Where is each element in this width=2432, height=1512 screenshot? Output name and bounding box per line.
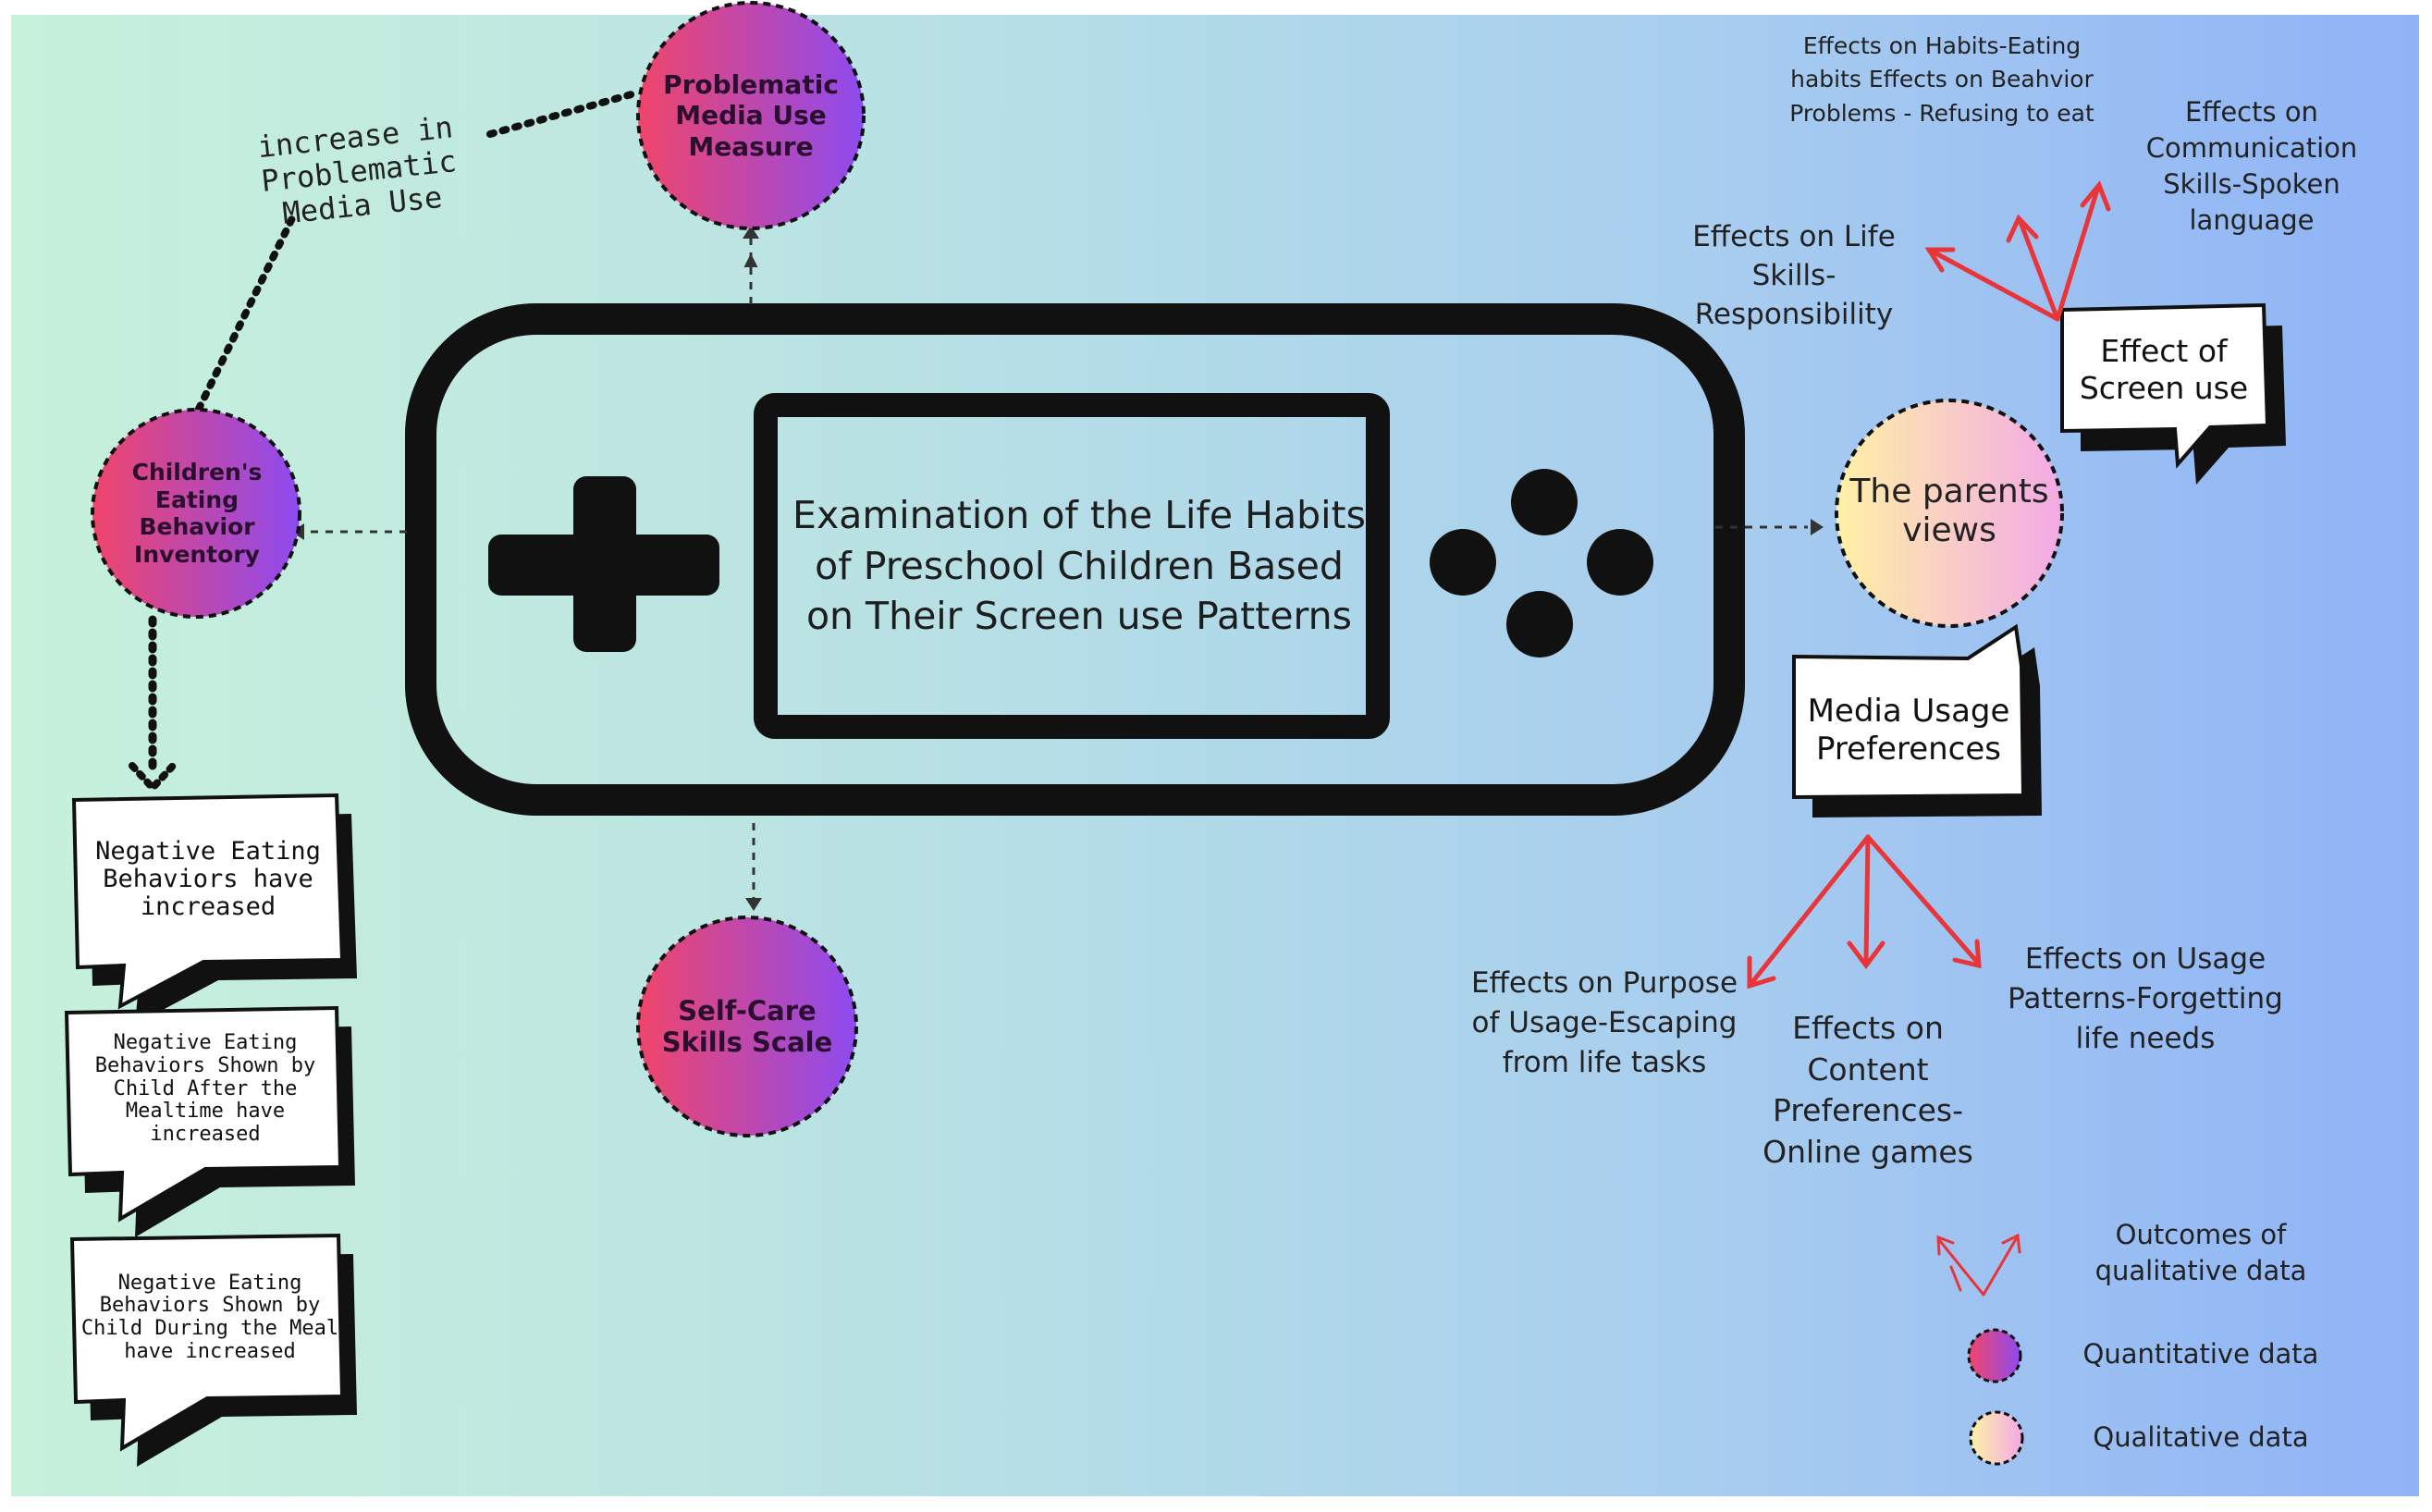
finding-bubble-2 [64, 1005, 355, 1237]
label-problematic-media: Problematic Media Use Measure [663, 69, 839, 162]
controller-screen [754, 393, 1390, 739]
finding-text-1: Negative Eating Behaviors have increased [95, 836, 321, 922]
red-arrows-usage-effects [1747, 834, 1982, 990]
finding-text-2: Negative Eating Behaviors Shown by Child… [94, 1031, 316, 1146]
outcome-habits: Effects on Habits-Eating habits Effects … [1789, 32, 2094, 127]
finding-bubble-1 [71, 793, 357, 1025]
outcome-communication: Effects on Communication Skills-Spoken l… [2145, 96, 2358, 237]
callout-media-usage [1792, 623, 2042, 817]
legend-label-qualitative: Qualitative data [2093, 1421, 2309, 1453]
label-self-care: Self-Care Skills Scale [661, 994, 833, 1058]
red-arrows-screen-effects [1924, 180, 2111, 322]
dpad-icon [488, 476, 719, 652]
qual-node-parents [1835, 399, 2064, 628]
finding-text-3: Negative Eating Behaviors Shown by Child… [80, 1271, 339, 1363]
diagram-title: Examination of the Life Habits of Presch… [792, 493, 1366, 639]
legend-arrow-icon [1936, 1233, 2021, 1297]
outcome-content: Effects on Content Preferences-Online ga… [1763, 1010, 1973, 1170]
legend-label-quantitative: Quantitative data [2082, 1338, 2319, 1370]
callout-effect-screen [2060, 302, 2286, 485]
quant-node-problematic [636, 1, 866, 230]
outcome-life-skills: Effects on Life Skills-Responsibility [1692, 220, 1896, 331]
label-parents-views: The parents views [1849, 472, 2049, 549]
callout-text-effect-screen: Effect of Screen use [2079, 333, 2249, 406]
label-eating-inventory: Children's Eating Behavior Inventory [131, 459, 263, 568]
quant-node-selfcare [636, 916, 858, 1137]
quant-node-eating [91, 408, 301, 619]
callout-text-media-usage: Media Usage Preferences [1807, 693, 2010, 768]
legend-quant-swatch [1967, 1328, 2022, 1383]
controller-body [405, 303, 1745, 816]
dotted-link-upper [486, 89, 642, 138]
action-buttons-icon [1430, 469, 1653, 658]
legend-label-arrows: Outcomes of qualitative data [2094, 1219, 2307, 1287]
legend-qual-swatch [1969, 1410, 2024, 1466]
dotted-link-lower [195, 211, 298, 412]
outcome-patterns: Effects on Usage Patterns-Forgetting lif… [2008, 942, 2283, 1055]
outcome-purpose: Effects on Purpose of Usage-Escaping fro… [1470, 966, 1738, 1079]
finding-bubble-3 [69, 1233, 357, 1467]
